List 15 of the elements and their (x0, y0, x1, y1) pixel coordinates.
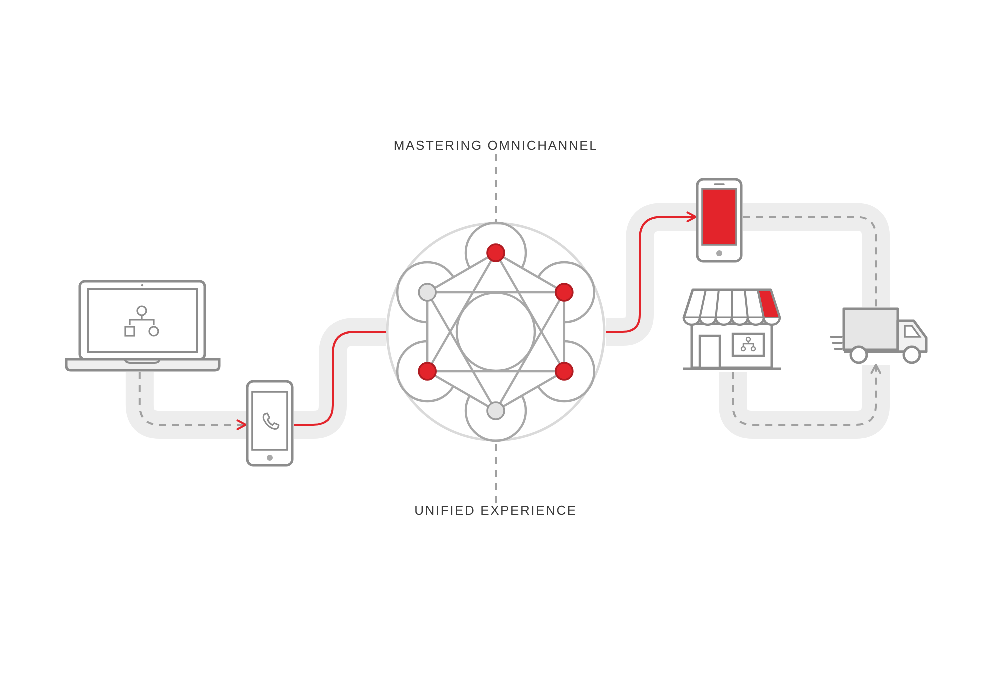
caption-text: UNIFIED EXPERIENCE (414, 503, 578, 519)
arrow (606, 212, 697, 333)
connector-line (495, 442, 497, 503)
delivery-truck-icon (830, 307, 928, 365)
storefront-icon (683, 288, 781, 372)
arrow (732, 364, 882, 426)
connector-line (743, 216, 878, 307)
connector-line (294, 331, 386, 426)
smartphone-icon (246, 380, 294, 467)
laptop-icon (65, 280, 221, 372)
smartphone-icon (696, 178, 743, 263)
connector-line (495, 154, 497, 222)
arrow (138, 372, 247, 430)
network-hub-icon (386, 222, 606, 442)
caption-text: MASTERING OMNICHANNEL (394, 138, 598, 154)
